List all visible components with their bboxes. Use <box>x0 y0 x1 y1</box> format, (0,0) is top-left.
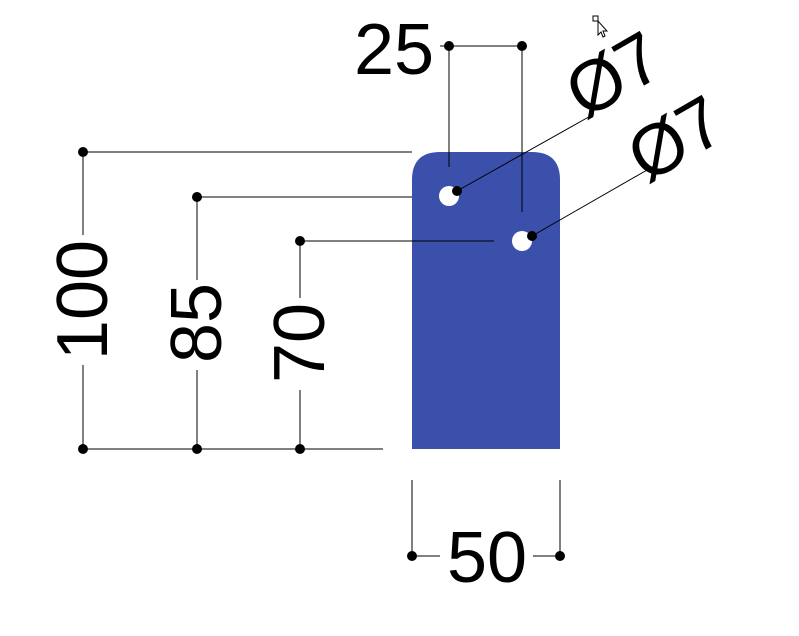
dim-dot <box>517 41 527 51</box>
leader-dot <box>452 186 462 196</box>
dim-100-label: 100 <box>43 240 123 360</box>
dim-85-label: 85 <box>157 283 237 363</box>
hole-2-leader <box>531 165 655 237</box>
dim-dot <box>407 551 417 561</box>
dim-dot <box>555 551 565 561</box>
dim-dot <box>295 444 305 454</box>
leader-dot <box>527 231 537 241</box>
hole-1-leader <box>456 113 595 192</box>
dim-50-label: 50 <box>447 518 527 598</box>
mouse-pointer-icon <box>592 15 609 38</box>
dim-70-label: 70 <box>260 303 340 383</box>
dim-dot <box>192 444 202 454</box>
dim-dot <box>192 192 202 202</box>
dim-dot <box>78 444 88 454</box>
dim-dot <box>444 41 454 51</box>
dim-dot <box>78 147 88 157</box>
part-plate <box>412 152 560 449</box>
dim-25-label: 25 <box>354 10 434 90</box>
dim-dot <box>295 236 305 246</box>
